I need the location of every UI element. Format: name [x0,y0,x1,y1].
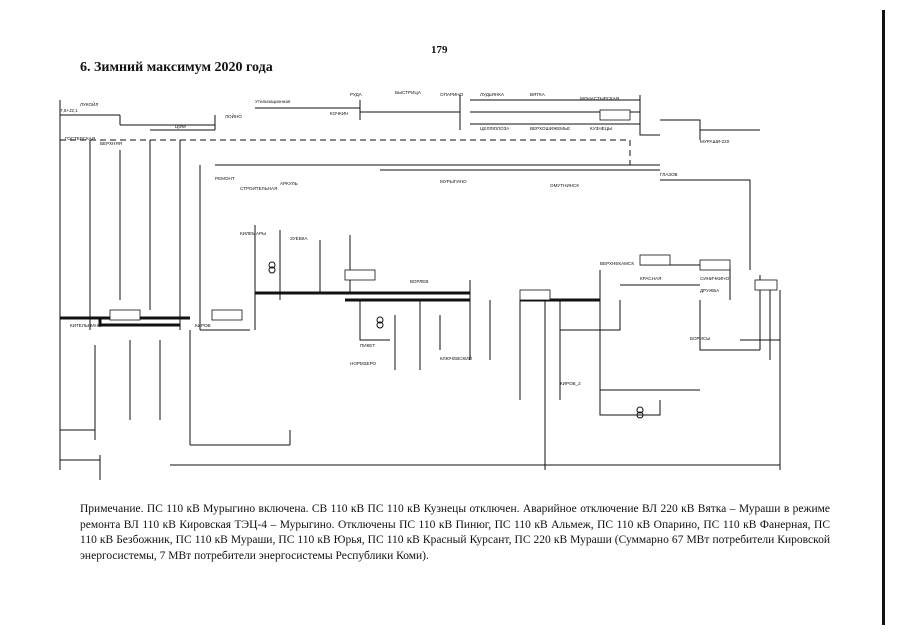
station-label: НОРМЗЕРО [350,361,377,366]
station-label: ОПАРИНО [440,92,464,97]
station-label: МОНАСТЫРСКАЯ [580,96,619,101]
station-label: МУРЫГИНО [440,179,467,184]
page-edge-rule [882,10,885,625]
feeder-line [599,390,661,416]
station-label: ЗУЕВКА [290,236,308,241]
transformer-symbol [636,411,644,419]
station-label: ВОРЛЕВ [410,279,428,284]
station-label: АРКУЛЬ [280,181,298,186]
footnote-text: Примечание. ПС 110 кВ Мурыгино включена.… [80,503,830,562]
section-title: 6. Зимний максимум 2020 года [80,60,273,75]
station-label: ВЯТКА [530,92,546,97]
station-label: ЦЕЛЛЮЛОЗА [480,126,510,131]
substation-box [211,309,243,321]
feeder-line [470,95,660,136]
station-label: ЛУДЬЯНКА [480,92,505,97]
substation-box [754,279,778,291]
transformer-symbol [636,406,644,414]
feeder-line [560,270,700,391]
feeder-line [319,235,396,370]
station-label: ВЕРХНЯЯ [100,141,122,146]
feeder-line [199,165,281,331]
station-label: КИЛЕМАРЫ [240,231,266,236]
station-label: КЛЮЧЕВСКИЙ [440,354,472,361]
station-label: КИРОВ_2 [560,381,581,386]
station-label: ГЛАЗОВ [660,172,678,177]
station-label: ВЕРХНЕКАМСК [600,261,634,266]
station-label: БЫСТРИЦА [395,90,422,95]
station-label: КРАСНАЯ [640,276,661,281]
feeder-line [419,280,491,370]
dashed-link [60,139,631,165]
transformer-symbol [376,321,384,329]
substation-box [699,259,731,271]
station-label: ПИКЕТ [360,343,375,348]
station-label: ЦФМ [175,124,186,129]
station-label: ВЕРХОШИЖЕМЬЕ [530,126,570,131]
substation-box [109,309,141,321]
feeder-line [60,429,101,480]
transformer-symbol [268,266,276,274]
station-label: ЛУКОЙЛ [80,100,98,107]
station-label: КИТЕЛЬНИНО [70,323,102,328]
feeder-line [170,430,780,466]
station-label: РЕМОНТ [215,176,235,181]
substation-box [344,269,376,281]
station-label: БОРИСЫ [690,336,710,341]
feeder-line [759,275,781,470]
station-label: ОМУТНИНСК [550,183,579,188]
station-label: 7,6+J2,1 [60,108,78,113]
feeder-line [660,119,760,140]
station-label: Утилизационная [255,99,291,104]
transformer-symbol [376,316,384,324]
station-label: ЛОЙНО [225,112,242,119]
station-label: СТРОИТЕЛЬНАЯ [240,186,277,191]
trunk-line [59,100,181,470]
station-label: РУДА [350,92,363,97]
station-label: ДРУЖБА [700,288,720,293]
station-label: КИРОВ [195,323,211,328]
station-label: ГОСТЕВСКАЯ [65,136,95,141]
feeder-line [215,164,660,171]
station-label: СИНИЧКИНО [700,276,730,281]
feeder-line [60,114,216,131]
substation-box [519,289,551,301]
feeder-line [519,300,561,470]
station-label: МУРАШИ-220 [700,139,730,144]
substation-box [599,109,631,121]
station-label: КОЧКИН [330,111,348,116]
station-label: КУЗНЕЦЫ [590,126,612,131]
feeder-line [255,95,461,130]
feeder-line [94,330,191,445]
power-grid-schematic: 7,6+J2,1 ЛУКОЙЛ ГОСТЕВСКАЯ ВЕРХНЯЯ ЦФМ Л… [59,90,781,480]
substation-box [639,254,671,266]
page-number: 179 [431,44,448,56]
transformer-symbol [268,261,276,269]
feeder-line [660,179,751,270]
